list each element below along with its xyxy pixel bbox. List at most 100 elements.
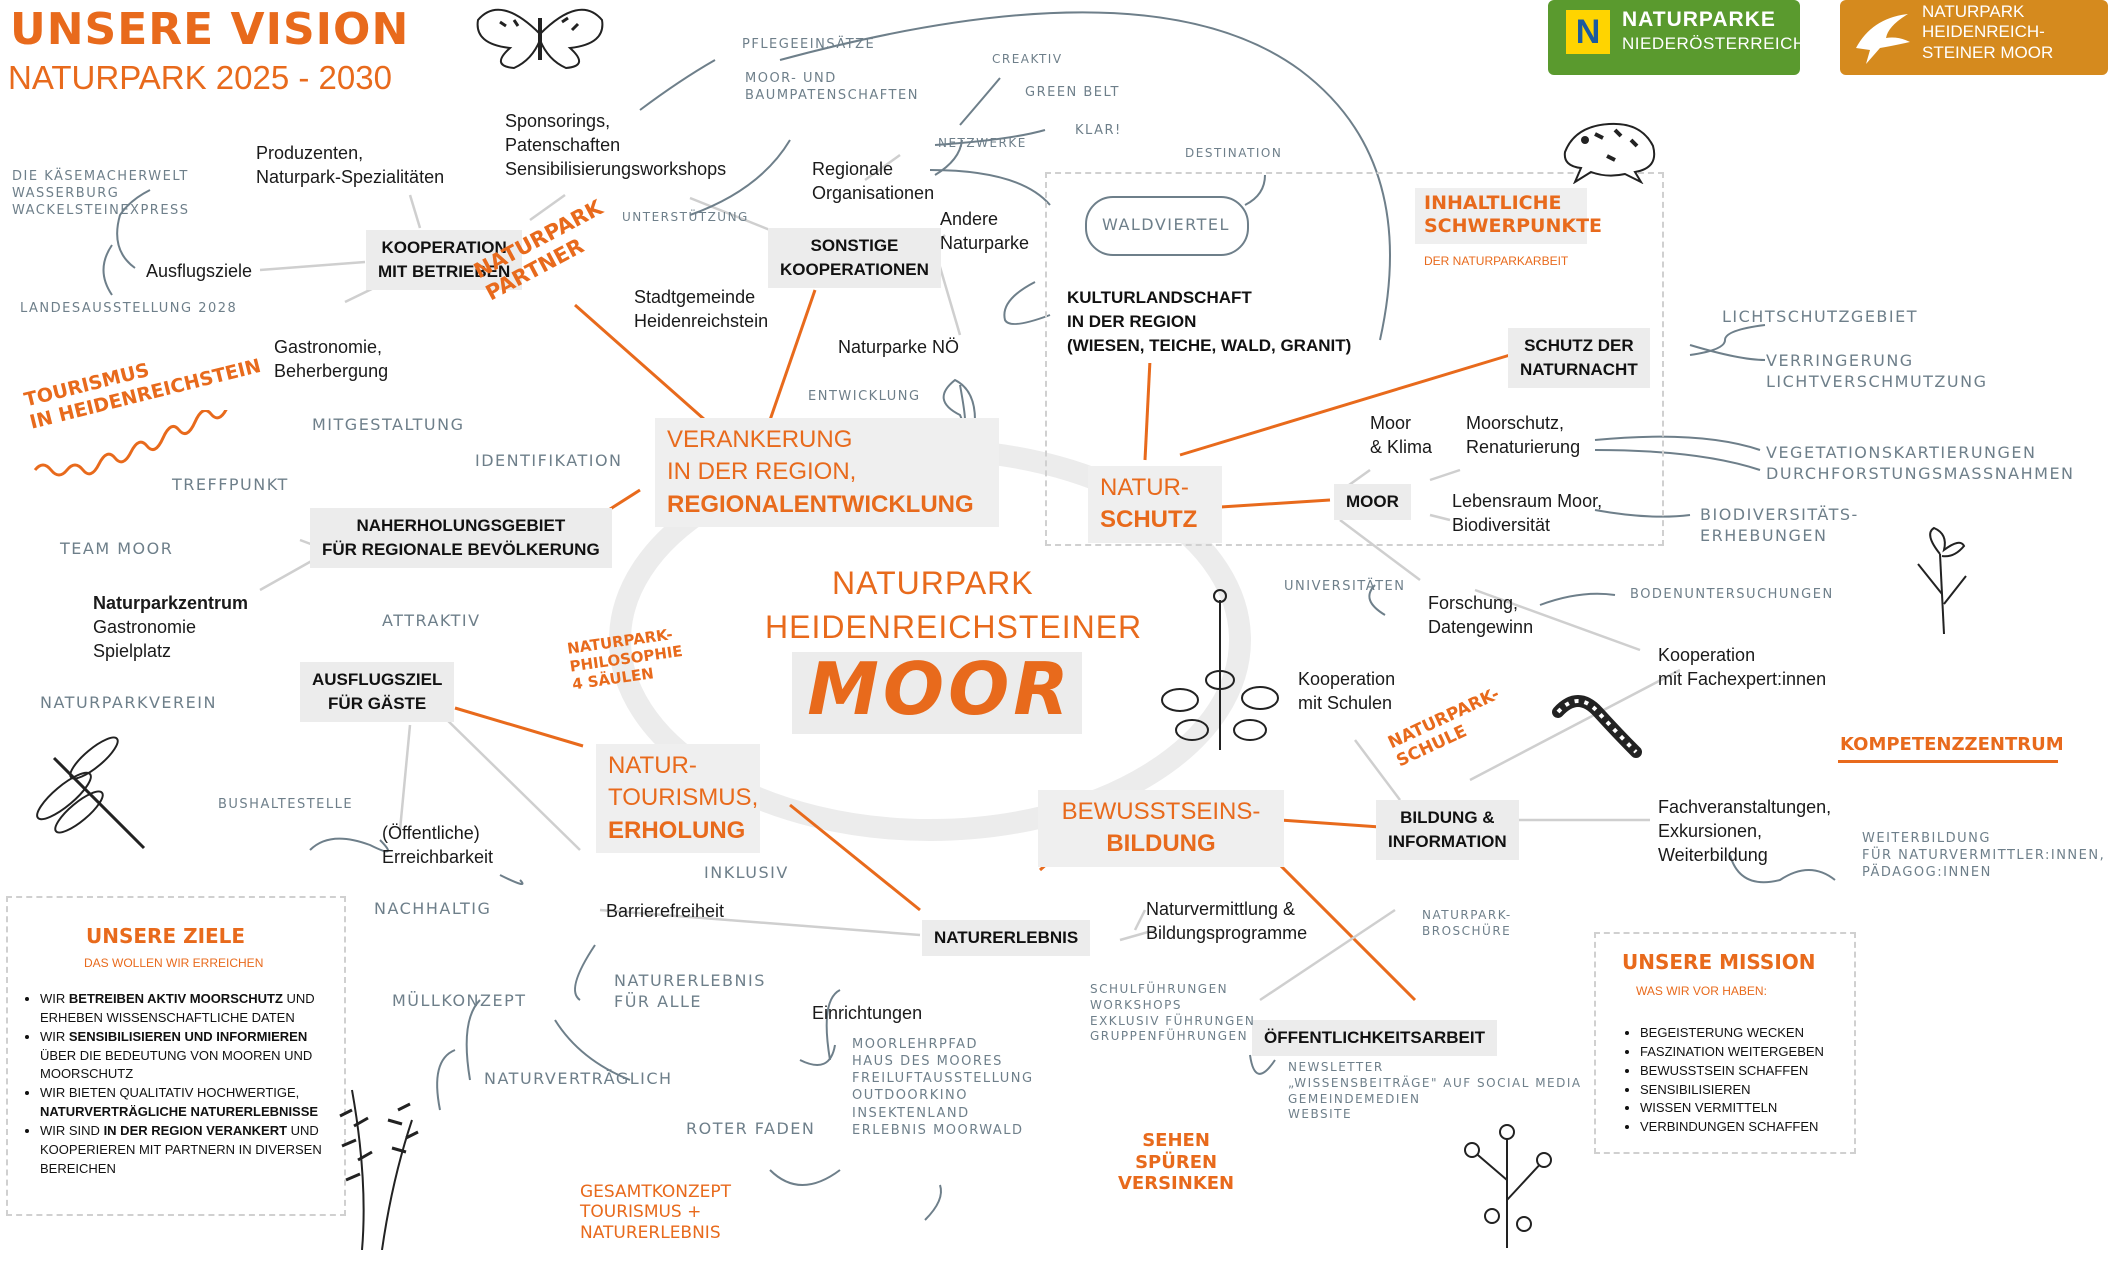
note-creaktiv: Creaktiv: [992, 52, 1063, 66]
note-inhaltliche-schwerpunkte: Inhaltliche Schwerpunkte: [1424, 192, 1603, 237]
ziele-item: WIR SIND IN DER REGION VERANKERT UND KOO…: [40, 1122, 338, 1179]
box-kooperation-betrieben: KOOPERATION MIT BETRIEBEN: [366, 230, 523, 290]
note-moor-baumpatenschaften: Moor- und Baumpatenschaften: [745, 71, 919, 104]
note-netzwerke: Netzwerke: [938, 136, 1027, 150]
text-moor-klima: Moor & Klima: [1370, 413, 1433, 457]
text-naturparkzentrum-sub: Gastronomie Spielplatz: [93, 617, 197, 661]
note-vegetation: Vegetationskartierungen Durchforstungsma…: [1766, 443, 2075, 484]
orange-squiggle: [33, 410, 228, 477]
note-oeffentlichkeit-list: Newsletter „Wissensbeiträge" auf Social …: [1288, 1060, 1582, 1122]
text-kooperation-fachexperten: Kooperation mit Fachexpert:innen: [1658, 645, 1827, 689]
mission-item: VERBINDUNGEN SCHAFFEN: [1640, 1118, 1848, 1137]
note-muellkonzept: Müllkonzept: [392, 991, 527, 1010]
logo-line1: NATURPARK: [1922, 2, 2025, 21]
note-waldviertel: Waldviertel: [1102, 215, 1230, 234]
page-title: UNSERE VISION: [10, 4, 410, 55]
center-highlight: [792, 652, 1082, 734]
center-title-line2: HEIDENREICHSTEINER: [765, 609, 1143, 645]
note-biodiversitaet: Biodiversitäts- Erhebungen: [1700, 505, 1859, 546]
butterfly-icon: [476, 8, 604, 70]
page-subtitle: NATURPARK 2025 - 2030: [8, 59, 392, 96]
note-klar: KLAR!: [1075, 123, 1122, 138]
pillar-verankerung-line3: REGIONALENTWICKLUNG: [667, 490, 974, 518]
ziele-title: UNSERE ZIELE: [86, 924, 246, 948]
mission-item: WISSEN VERMITTELN: [1640, 1099, 1848, 1118]
note-inhaltliche-sub: DER NATURPARKARBEIT: [1424, 254, 1569, 268]
note-lichtschutzgebiet: Lichtschutzgebiet: [1722, 307, 1918, 326]
mission-item: SENSIBILISIEREN: [1640, 1081, 1848, 1100]
text-stadtgemeinde: Stadtgemeinde Heidenreichstein: [634, 287, 769, 331]
note-green-belt: Green Belt: [1025, 85, 1120, 100]
box-naherholungsgebiet: NAHERHOLUNGSGEBIET FÜR REGIONALE BEVÖLKE…: [310, 508, 612, 568]
mission-list: BEGEISTERUNG WECKEN FASZINATION WEITERGE…: [1618, 1024, 1848, 1138]
note-entwicklung: Entwicklung: [808, 389, 921, 404]
box-kulturlandschaft: KULTURLANDSCHAFT IN DER REGION (WIESEN, …: [1055, 280, 1364, 364]
mission-title: UNSERE MISSION: [1622, 950, 1816, 974]
mission-item: FASZINATION WEITERGEBEN: [1640, 1043, 1848, 1062]
logo-line2: NIEDERÖSTERREICH: [1622, 34, 1806, 53]
text-lebensraum: Lebensraum Moor, Biodiversität: [1452, 491, 1603, 535]
box-moor: MOOR: [1334, 484, 1411, 520]
box-oeffentlichkeitsarbeit: ÖFFENTLICHKEITSARBEIT: [1252, 1020, 1497, 1056]
iris-flower-icon: [1917, 526, 1967, 634]
note-team-moor: Team Moor: [60, 539, 174, 558]
text-naturvermittlung: Naturvermittlung & Bildungsprogramme: [1146, 899, 1308, 943]
logo-line3: STEINER MOOR: [1922, 42, 2054, 62]
pillar-bewusstsein-line1: BEWUSSTSEINS-: [1061, 798, 1261, 825]
note-bushaltestelle: Bushaltestelle: [218, 797, 354, 812]
note-sehen-spueren-versinken: Sehen spüren versinken: [1118, 1130, 1235, 1195]
note-naturpark-broschuere: Naturpark- Broschüre: [1422, 908, 1512, 938]
center-title-line1: NATURPARK: [832, 565, 1034, 601]
note-fuehrungen: Schulführungen Workshops Exklusiv Führun…: [1090, 982, 1256, 1044]
mission-item: BEGEISTERUNG WECKEN: [1640, 1024, 1848, 1043]
ziele-item: WIR BETREIBEN AKTIV MOORSCHUTZ UND ERHEB…: [40, 990, 338, 1028]
mission-frame: [1594, 932, 1856, 1154]
text-naturparkzentrum: Naturparkzentrum: [93, 593, 249, 613]
note-universitaeten: Universitäten: [1284, 579, 1406, 594]
text-produzenten: Produzenten, Naturpark-Spezialitäten: [256, 143, 445, 187]
logo-naturpark-heidenreichstein: NATURPARK HEIDENREICH- STEINER MOOR: [1840, 0, 2108, 75]
text-ausflugsziele: Ausflugsziele: [146, 261, 253, 281]
text-regionale-organisationen: Regionale Organisationen: [812, 159, 935, 203]
ziele-item: WIR BIETEN QUALITATIV HOCHWERTIGE, NATUR…: [40, 1084, 338, 1122]
note-einrichtungen-list: Moorlehrpfad Haus des Moores Freiluftaus…: [852, 1037, 1034, 1138]
text-sponsorings: Sponsorings, Patenschaften Sensibilisier…: [505, 111, 727, 179]
text-kooperation-schulen: Kooperation mit Schulen: [1298, 669, 1396, 713]
text-fachveranstaltungen: Fachveranstaltungen, Exkursionen, Weiter…: [1658, 797, 1832, 865]
text-andere-naturparke: Andere Naturparke: [940, 209, 1030, 253]
secondary-branches: [259, 153, 1681, 1002]
box-naturerlebnis: NATURERLEBNIS: [922, 920, 1091, 956]
pillar-naturschutz-line1: NATUR-: [1100, 474, 1189, 501]
note-kaesemacherwelt: Die Käsemacherwelt Wasserburg Wackelstei…: [12, 169, 190, 219]
text-erreichbarkeit: (Öffentliche) Erreichbarkeit: [382, 823, 494, 867]
note-naturparkverein: Naturparkverein: [40, 693, 217, 712]
pillar-verankerung-line1: VERANKERUNG: [667, 426, 853, 453]
text-einrichtungen: Einrichtungen: [812, 1003, 923, 1023]
note-attraktiv: Attraktiv: [382, 611, 481, 630]
note-bodenuntersuchungen: Bodenuntersuchungen: [1630, 587, 1834, 602]
note-nachhaltig: Nachhaltig: [374, 899, 492, 918]
heather-plant-icon: [339, 1089, 419, 1250]
ziele-frame: [6, 896, 346, 1216]
note-landesausstellung: Landesausstellung 2028: [20, 301, 238, 316]
kompetenzzentrum-underline: [1838, 760, 2058, 763]
box-schutz-naturnacht: SCHUTZ DER NATURNACHT: [1508, 328, 1650, 388]
box-sonstige-kooperationen: SONSTIGE KOOPERATIONEN: [768, 228, 941, 288]
ziele-list: WIR BETREIBEN AKTIV MOORSCHUTZ UND ERHEB…: [18, 990, 338, 1179]
text-gastronomie: Gastronomie, Beherbergung: [274, 337, 389, 381]
text-barrierefreiheit: Barrierefreiheit: [606, 901, 725, 921]
cranberry-plant-icon: [1464, 1124, 1552, 1248]
mission-item: BEWUSSTSEIN SCHAFFEN: [1640, 1062, 1848, 1081]
sundew-plant-icon: [1161, 589, 1279, 750]
note-gesamtkonzept: Gesamtkonzept Tourismus + Naturerlebnis: [580, 1182, 732, 1243]
pillar-naturtourismus-line2: TOURISMUS,: [608, 784, 759, 812]
note-destination: Destination: [1185, 146, 1283, 160]
mission-subtitle: WAS WIR VOR HABEN:: [1636, 984, 1767, 998]
pillar-naturschutz-line2: SCHUTZ: [1100, 506, 1198, 534]
note-naturvertraeglich: Naturverträglich: [484, 1069, 673, 1088]
dragonfly-icon: [36, 736, 146, 850]
pillar-verankerung: VERANKERUNG IN DER REGION, REGIONALENTWI…: [655, 418, 999, 528]
pillar-verankerung-line2: IN DER REGION,: [667, 458, 857, 486]
pillar-naturschutz: NATUR- SCHUTZ: [1088, 466, 1222, 543]
pillar-naturtourismus: NATUR- TOURISMUS, ERHOLUNG: [596, 744, 760, 854]
